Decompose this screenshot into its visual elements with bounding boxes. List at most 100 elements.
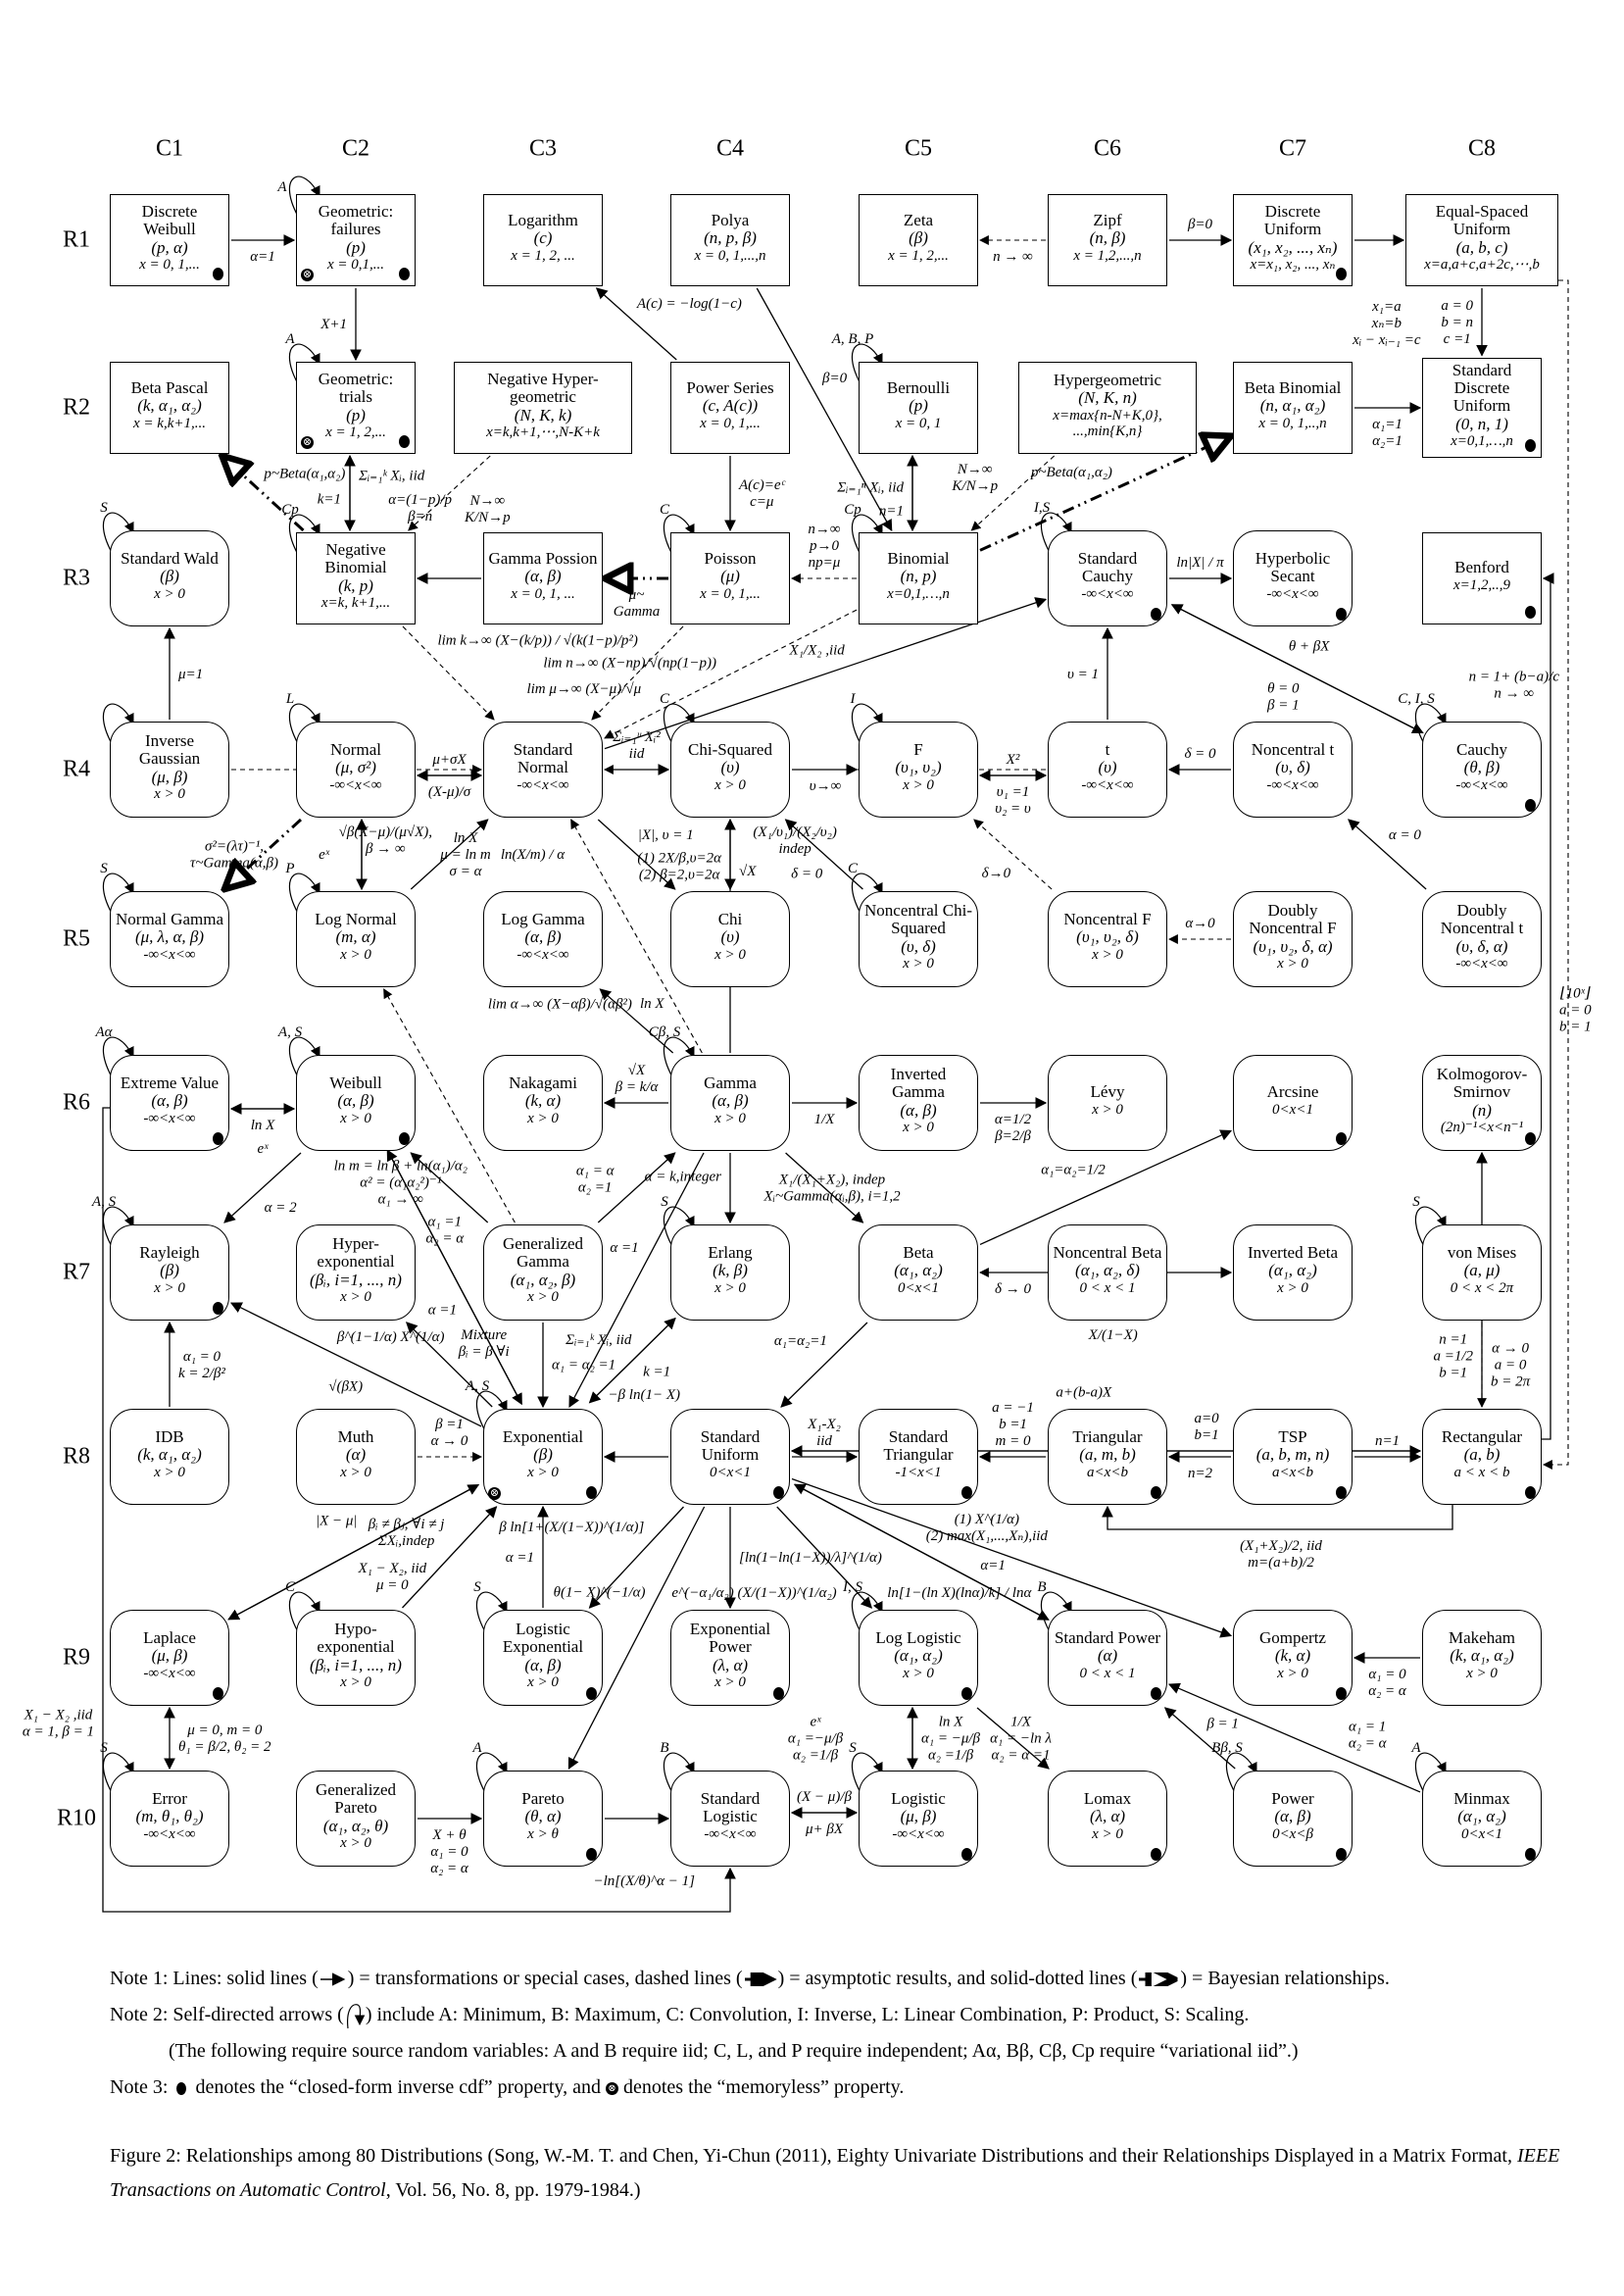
distribution-node-polya[interactable]: Polya(n, p, β)x = 0, 1,...,n bbox=[670, 194, 790, 286]
distribution-node-bin[interactable]: Binomial(n, p)x=0,1,…,n bbox=[859, 532, 978, 624]
distribution-node-ev[interactable]: Extreme Value(α, β)-∞<x<∞ bbox=[110, 1055, 229, 1151]
distribution-node-minmax[interactable]: Minmax(α₁, α₂)0<x<1 bbox=[1422, 1771, 1542, 1867]
distribution-node-dw[interactable]: Discrete Weibull(p, α)x = 0, 1,... bbox=[110, 194, 229, 286]
node-name: Logistic Exponential bbox=[502, 1619, 584, 1657]
distribution-node-hyp[interactable]: Hypergeometric(N, K, n)x=max{n-N+K,0}, .… bbox=[1018, 362, 1197, 454]
distribution-node-gpar[interactable]: Generalized Pareto(α₁, α₂, θ)x > 0 bbox=[296, 1771, 416, 1867]
distribution-node-gomp[interactable]: Gompertz(k, α)x > 0 bbox=[1233, 1610, 1353, 1706]
distribution-node-du[interactable]: Discrete Uniform(x₁, x₂, ..., xₙ)x=x₁, x… bbox=[1233, 194, 1353, 286]
distribution-node-pois[interactable]: Poisson(μ)x = 0, 1,... bbox=[670, 532, 790, 624]
distribution-node-gpois[interactable]: Gamma Possion(α, β)x = 0, 1, ... bbox=[483, 532, 603, 624]
node-name: Makeham bbox=[1449, 1628, 1515, 1648]
node-support: 0<x<1 bbox=[1272, 1101, 1313, 1118]
node-support: -∞<x<∞ bbox=[143, 1665, 196, 1681]
distribution-node-dncf[interactable]: Doubly Noncentral F(υ₁, υ₂, δ, α)x > 0 bbox=[1233, 891, 1353, 987]
distribution-node-bbin[interactable]: Beta Binomial(n, α₁, α₂)x = 0, 1,..,n bbox=[1233, 362, 1353, 454]
distribution-node-gam[interactable]: Gamma(α, β)x > 0 bbox=[670, 1055, 790, 1151]
distribution-node-lomax[interactable]: Lomax(λ, α)x > 0 bbox=[1048, 1771, 1167, 1867]
node-params: (n) bbox=[1472, 1100, 1492, 1120]
node-support: x > 0 bbox=[1277, 1665, 1308, 1681]
distribution-node-snorm[interactable]: Standard Normal-∞<x<∞ bbox=[483, 722, 603, 818]
distribution-node-ps[interactable]: Power Series(c, A(c))x = 0, 1,... bbox=[670, 362, 790, 454]
distribution-node-bpas[interactable]: Beta Pascal(k, α₁, α₂)x = k,k+1,... bbox=[110, 362, 229, 454]
distribution-node-lap[interactable]: Laplace(μ, β)-∞<x<∞ bbox=[110, 1610, 229, 1706]
distribution-node-expo[interactable]: Exponential(β)x > 0⊗ bbox=[483, 1409, 603, 1505]
edge-solid bbox=[229, 1302, 482, 1427]
self-loop-arrow bbox=[852, 514, 883, 559]
distribution-node-nhyp[interactable]: Negative Hyper-geometric(N, K, k)x=k,k+1… bbox=[454, 362, 632, 454]
distribution-node-slog[interactable]: Standard Logistic-∞<x<∞ bbox=[670, 1771, 790, 1867]
distribution-node-lgam[interactable]: Log Gamma(α, β)-∞<x<∞ bbox=[483, 891, 603, 987]
distribution-node-igam[interactable]: Inverted Gamma(α, β)x > 0 bbox=[859, 1055, 978, 1151]
distribution-node-geof[interactable]: Geometric: failures(p)x = 0,1,...⊗ bbox=[296, 194, 416, 286]
distribution-node-chi[interactable]: Chi(υ)x > 0 bbox=[670, 891, 790, 987]
distribution-node-lexp[interactable]: Logistic Exponential(α, β)x > 0 bbox=[483, 1610, 603, 1706]
distribution-node-idb[interactable]: IDB(k, α₁, α₂)x > 0 bbox=[110, 1409, 229, 1505]
distribution-node-hyper[interactable]: Hyper-exponential(βᵢ, i=1, ..., n)x > 0 bbox=[296, 1224, 416, 1321]
row-header: R3 bbox=[62, 565, 91, 591]
distribution-node-zeta[interactable]: Zeta(β)x = 1, 2,... bbox=[859, 194, 978, 286]
node-params: (k, α₁, α₂) bbox=[137, 1445, 202, 1465]
node-name: Poisson bbox=[704, 549, 757, 569]
distribution-node-hsec[interactable]: Hyperbolic Secant-∞<x<∞ bbox=[1233, 530, 1353, 626]
distribution-node-norm[interactable]: Normal(μ, σ²)-∞<x<∞ bbox=[296, 722, 416, 818]
distribution-node-chisq[interactable]: Chi-Squared(υ)x > 0 bbox=[670, 722, 790, 818]
distribution-node-logi[interactable]: Logistic(μ, β)-∞<x<∞ bbox=[859, 1771, 978, 1867]
node-support: x > 0 bbox=[154, 1464, 185, 1480]
distribution-node-hypo[interactable]: Hypo-exponential(βᵢ, i=1, ..., n)x > 0 bbox=[296, 1610, 416, 1706]
distribution-node-stri[interactable]: Standard Triangular-1<x<1 bbox=[859, 1409, 978, 1505]
distribution-node-log[interactable]: Logarithm(c)x = 1, 2, ... bbox=[483, 194, 603, 286]
distribution-node-make[interactable]: Makeham(k, α₁, α₂)x > 0 bbox=[1422, 1610, 1542, 1706]
distribution-node-par[interactable]: Pareto(θ, α)x > θ bbox=[483, 1771, 603, 1867]
distribution-node-rect[interactable]: Rectangular(a, b)a < x < b bbox=[1422, 1409, 1542, 1505]
node-support: x > 0 bbox=[1092, 1825, 1123, 1842]
distribution-node-tsp[interactable]: TSP(a, b, m, n)a<x<b bbox=[1233, 1409, 1353, 1505]
distribution-node-rayl[interactable]: Rayleigh(β)x > 0 bbox=[110, 1224, 229, 1321]
distribution-node-vm[interactable]: von Mises(a, μ)0 < x < 2π bbox=[1422, 1224, 1542, 1321]
distribution-node-erl[interactable]: Erlang(k, β)x > 0 bbox=[670, 1224, 790, 1321]
distribution-node-epow[interactable]: Exponential Power(λ, α)x > 0 bbox=[670, 1610, 790, 1706]
distribution-node-esu[interactable]: Equal-Spaced Uniform(a, b, c)x=a,a+c,a+2… bbox=[1405, 194, 1558, 286]
distribution-node-weib[interactable]: Weibull(α, β)x > 0 bbox=[296, 1055, 416, 1151]
distribution-node-nct[interactable]: Noncentral t(υ, δ)-∞<x<∞ bbox=[1233, 722, 1353, 818]
row-header: R1 bbox=[62, 226, 91, 253]
node-support: 0 < x < 1 bbox=[1079, 1665, 1136, 1681]
distribution-node-ks[interactable]: Kolmogorov-Smirnov(n)(2n)⁻¹<x<n⁻¹ bbox=[1422, 1055, 1542, 1151]
distribution-node-pow[interactable]: Power(α, β)0<x<β bbox=[1233, 1771, 1353, 1867]
distribution-node-dnct[interactable]: Doubly Noncentral t(υ, δ, α)-∞<x<∞ bbox=[1422, 891, 1542, 987]
distribution-node-nbin[interactable]: Negative Binomial(k, p)x=k, k+1,... bbox=[296, 532, 416, 624]
distribution-node-geot[interactable]: Geometric: trials(p)x = 1, 2,...⊗ bbox=[296, 362, 416, 454]
distribution-node-swald[interactable]: Standard Wald(β)x > 0 bbox=[110, 530, 229, 626]
node-support: x > 0 bbox=[340, 1110, 371, 1126]
distribution-node-ig[interactable]: Inverse Gaussian(μ, β)x > 0 bbox=[110, 722, 229, 818]
distribution-node-spow[interactable]: Standard Power(α)0 < x < 1 bbox=[1048, 1610, 1167, 1706]
node-name: Inverted Gamma bbox=[890, 1064, 947, 1102]
distribution-node-ncchi[interactable]: Noncentral Chi-Squared(υ, δ)x > 0 bbox=[859, 891, 978, 987]
distribution-node-err[interactable]: Error(m, θ₁, θ₂)-∞<x<∞ bbox=[110, 1771, 229, 1867]
distribution-node-t[interactable]: t(υ)-∞<x<∞ bbox=[1048, 722, 1167, 818]
closed-form-inverse-cdf-dot-icon bbox=[961, 1687, 972, 1700]
distribution-node-naka[interactable]: Nakagami(k, α)x > 0 bbox=[483, 1055, 603, 1151]
distribution-node-llog[interactable]: Log Logistic(α₁, α₂)x > 0 bbox=[859, 1610, 978, 1706]
distribution-node-beta[interactable]: Beta(α₁, α₂)0<x<1 bbox=[859, 1224, 978, 1321]
distribution-node-f[interactable]: F(υ₁, υ₂)x > 0 bbox=[859, 722, 978, 818]
distribution-node-zipf[interactable]: Zipf(n, β)x = 1,2,...,n bbox=[1048, 194, 1167, 286]
distribution-node-ncf[interactable]: Noncentral F(υ₁, υ₂, δ)x > 0 bbox=[1048, 891, 1167, 987]
distribution-node-bern[interactable]: Bernoulli(p)x = 0, 1 bbox=[859, 362, 978, 454]
distribution-node-lnorm[interactable]: Log Normal(m, α)x > 0 bbox=[296, 891, 416, 987]
node-name: Log Gamma bbox=[501, 910, 585, 929]
distribution-node-tri[interactable]: Triangular(a, m, b)a<x<b bbox=[1048, 1409, 1167, 1505]
node-params: (a, b, c) bbox=[1455, 237, 1508, 257]
distribution-node-ibeta[interactable]: Inverted Beta(α₁, α₂)x > 0 bbox=[1233, 1224, 1353, 1321]
distribution-node-cau[interactable]: Cauchy(θ, β)-∞<x<∞ bbox=[1422, 722, 1542, 818]
distribution-node-muth[interactable]: Muth(α)x > 0 bbox=[296, 1409, 416, 1505]
distribution-node-scau[interactable]: Standard Cauchy-∞<x<∞ bbox=[1048, 530, 1167, 626]
distribution-node-sdu[interactable]: Standard Discrete Uniform(0, n, 1)x=0,1,… bbox=[1422, 357, 1542, 459]
distribution-node-ncb[interactable]: Noncentral Beta(α₁, α₂, δ)0 < x < 1 bbox=[1048, 1224, 1167, 1321]
distribution-node-ngam[interactable]: Normal Gamma(μ, λ, α, β)-∞<x<∞ bbox=[110, 891, 229, 987]
distribution-node-ggam[interactable]: Generalized Gamma(α₁, α₂, β)x > 0 bbox=[483, 1224, 603, 1321]
